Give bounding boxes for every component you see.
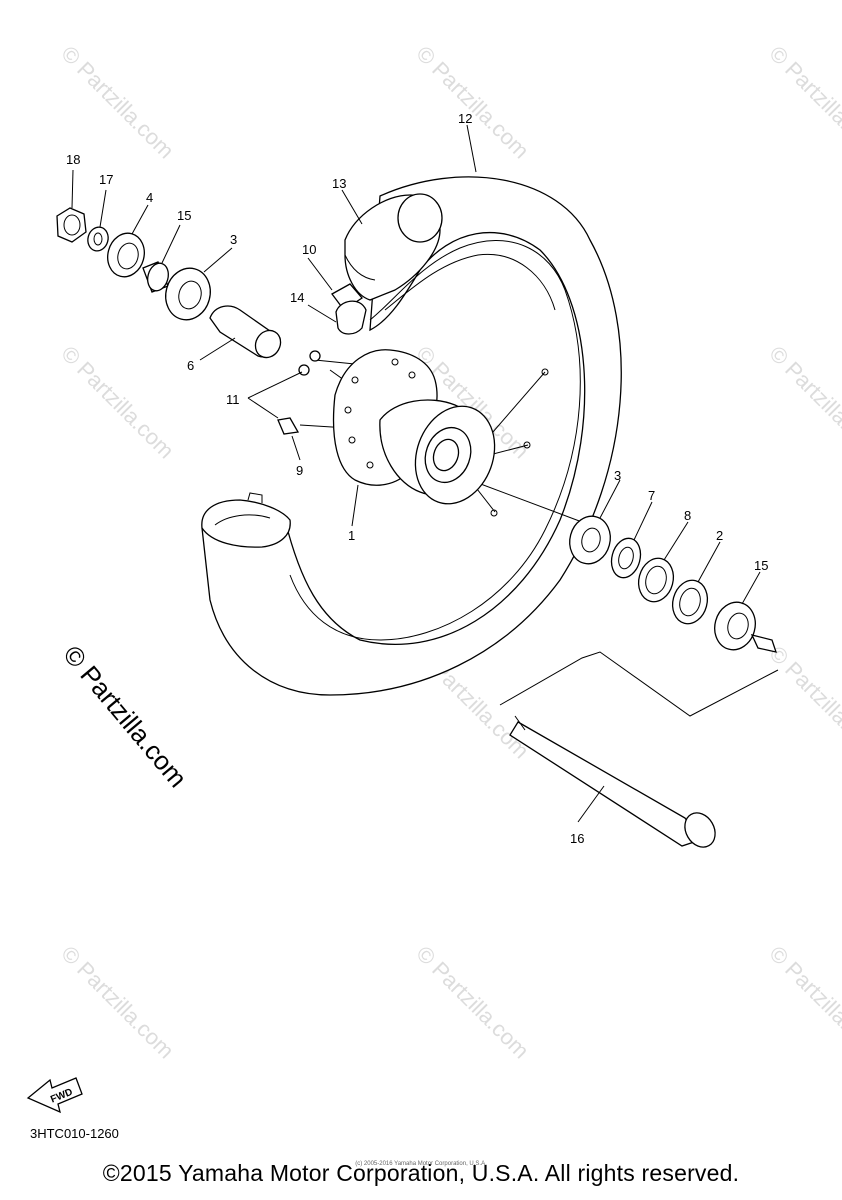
axle-leader	[499, 651, 779, 717]
callout-2: 2	[716, 528, 723, 543]
axle	[509, 715, 716, 848]
callouts: 18 17 4 15 3 6 11 9 1 10 14 13 12 3 7 8 …	[66, 111, 768, 846]
callout-1: 1	[348, 528, 355, 543]
callout-14: 15	[754, 558, 768, 573]
callout-16: 16	[570, 831, 584, 846]
callout-17: 17	[99, 172, 113, 187]
tube	[344, 193, 443, 301]
leader-lines	[71, 124, 761, 823]
callout-3-right: 3	[614, 468, 621, 483]
watermark: © Partzilla.com	[764, 941, 842, 1064]
valve	[331, 283, 367, 335]
callout-6: 7	[648, 488, 655, 503]
hub	[332, 349, 496, 505]
callout-15: 15	[177, 208, 191, 223]
spoke-bolts	[277, 350, 321, 435]
callout-8: 9	[296, 463, 303, 478]
fwd-arrow-icon: FWD	[26, 1077, 83, 1114]
copyright-notice: ©2015 Yamaha Motor Corporation, U.S.A. A…	[102, 1160, 740, 1186]
callout-10: 11	[226, 392, 240, 407]
callout-18: 18	[66, 152, 80, 167]
callout-11: 12	[458, 111, 472, 126]
callout-4: 4	[146, 190, 153, 205]
callout-12: 13	[332, 176, 346, 191]
callout-13: 14	[290, 290, 304, 305]
callout-9: 10	[302, 242, 316, 257]
watermark: © Partzilla.com	[56, 941, 179, 1064]
side-watermark: © Partzilla.com	[57, 640, 193, 793]
diagram-code: 3HTC010-1260	[30, 1126, 119, 1141]
left-parts	[56, 207, 282, 359]
watermark: © Partzilla.com	[764, 641, 842, 764]
watermark: © Partzilla.com	[56, 41, 179, 164]
callout-3-left: 3	[230, 232, 237, 247]
watermark: © Partzilla.com	[56, 341, 179, 464]
watermark: © Partzilla.com	[764, 41, 842, 164]
tire	[201, 176, 622, 696]
callout-7: 8	[684, 508, 691, 523]
callout-5: 6	[187, 358, 194, 373]
watermark: © Partzilla.com	[411, 41, 534, 164]
tiny-credit: (c) 2005-2016 Yamaha Motor Corporation, …	[355, 1161, 487, 1167]
watermark: © Partzilla.com	[411, 941, 534, 1064]
watermark: © Partzilla.com	[764, 341, 842, 464]
right-parts	[569, 515, 777, 653]
